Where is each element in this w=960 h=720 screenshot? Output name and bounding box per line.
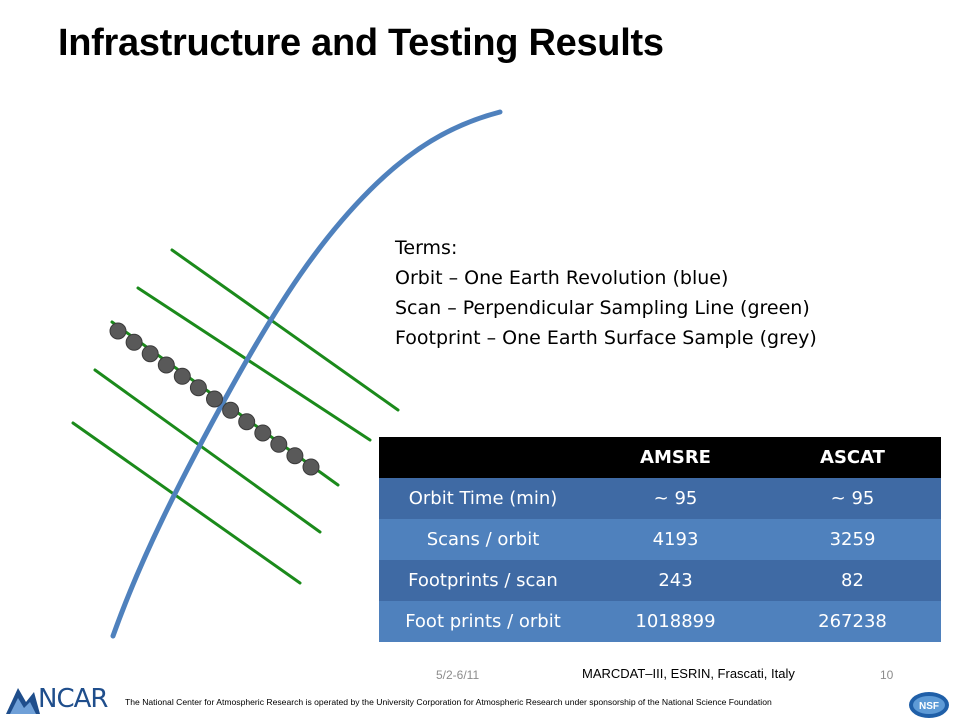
table-row: Orbit Time (min) ~ 95 ~ 95 xyxy=(379,478,941,519)
row-label: Footprints / scan xyxy=(379,560,587,601)
terms-block: Terms: Orbit – One Earth Revolution (blu… xyxy=(395,233,817,353)
footprint-dot xyxy=(125,333,143,351)
scan-line xyxy=(136,286,372,442)
header-cell-amsre: AMSRE xyxy=(587,437,764,478)
footprint-dot xyxy=(189,379,207,397)
scan-line xyxy=(71,421,302,585)
amsre-value: 4193 xyxy=(587,519,764,560)
table-row: Scans / orbit 4193 3259 xyxy=(379,519,941,560)
amsre-value: 243 xyxy=(587,560,764,601)
term-footprint: Footprint – One Earth Surface Sample (gr… xyxy=(395,327,817,349)
footprint-dot xyxy=(109,322,127,340)
amsre-value: 1018899 xyxy=(587,601,764,642)
footprint-dot xyxy=(238,413,256,431)
footprint-dot xyxy=(302,458,320,476)
row-label: Orbit Time (min) xyxy=(379,478,587,519)
nsf-logo-text: NSF xyxy=(919,701,939,712)
footer-event: MARCDAT–III, ESRIN, Frascati, Italy xyxy=(582,666,795,681)
ncar-logo xyxy=(6,688,40,714)
footprint-dot xyxy=(270,435,288,453)
footprint-dot xyxy=(173,367,191,385)
row-label: Scans / orbit xyxy=(379,519,587,560)
slide-title: Infrastructure and Testing Results xyxy=(58,22,664,64)
nsf-logo: NSF xyxy=(909,692,949,718)
scan-line xyxy=(93,368,322,534)
footprint-dot xyxy=(141,345,159,363)
header-cell-ascat: ASCAT xyxy=(764,437,941,478)
term-scan: Scan – Perpendicular Sampling Line (gree… xyxy=(395,297,810,319)
table-row: Footprints / scan 243 82 xyxy=(379,560,941,601)
amsre-value: ~ 95 xyxy=(587,478,764,519)
orbit-path xyxy=(110,109,503,639)
footer-disclaimer: The National Center for Atmospheric Rese… xyxy=(125,697,772,707)
ascat-value: 3259 xyxy=(764,519,941,560)
footprint-dot xyxy=(254,424,272,442)
scan-line xyxy=(170,248,400,412)
comparison-table: AMSRE ASCAT Orbit Time (min) ~ 95 ~ 95 S… xyxy=(379,437,941,642)
row-label: Foot prints / orbit xyxy=(379,601,587,642)
table-row: Foot prints / orbit 1018899 267238 xyxy=(379,601,941,642)
footer-date: 5/2-6/11 xyxy=(436,668,480,682)
footprint-dot xyxy=(157,356,175,374)
terms-heading: Terms: xyxy=(395,237,458,259)
ncar-logo-text: NCAR xyxy=(38,684,108,714)
ascat-value: 82 xyxy=(764,560,941,601)
ascat-value: 267238 xyxy=(764,601,941,642)
term-orbit: Orbit – One Earth Revolution (blue) xyxy=(395,267,729,289)
footprint-dot xyxy=(286,447,304,465)
header-cell-empty xyxy=(379,437,587,478)
page-number: 10 xyxy=(880,668,894,682)
footprints xyxy=(109,322,320,476)
ascat-value: ~ 95 xyxy=(764,478,941,519)
footprint-dot xyxy=(222,401,240,419)
table-header-row: AMSRE ASCAT xyxy=(379,437,941,478)
footprint-dot xyxy=(206,390,223,408)
